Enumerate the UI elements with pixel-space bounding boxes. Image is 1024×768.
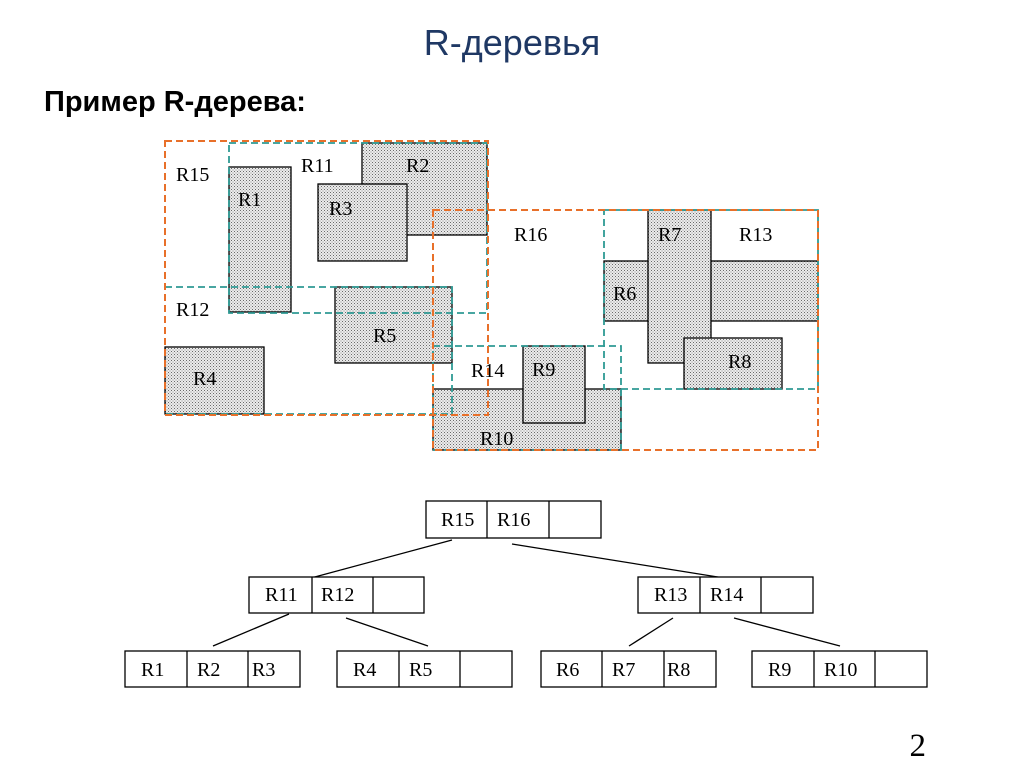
tree-entry: R13 — [654, 584, 687, 606]
edge-n11-l4 — [345, 617, 429, 647]
label-r13: R13 — [739, 224, 772, 246]
label-r10: R10 — [480, 428, 513, 450]
rect-r3 — [317, 183, 408, 262]
label-r5: R5 — [373, 325, 396, 347]
tree-entry: R9 — [768, 659, 791, 681]
bbox-r16 — [432, 209, 819, 451]
label-r12: R12 — [176, 299, 209, 321]
tree-entry: R4 — [353, 659, 376, 681]
label-r1: R1 — [238, 189, 261, 211]
tree-entry: R14 — [710, 584, 743, 606]
tree-node-r11-r12 — [248, 576, 425, 614]
tree-node-r13-r14 — [637, 576, 814, 614]
label-r15: R15 — [176, 164, 209, 186]
rect-r9 — [522, 345, 586, 424]
label-r2: R2 — [406, 155, 429, 177]
edge-n13-l6 — [628, 617, 674, 647]
bbox-r15 — [164, 140, 489, 416]
tree-entry: R1 — [141, 659, 164, 681]
tree-entry: R16 — [497, 509, 530, 531]
level2-bounding-boxes — [164, 140, 819, 451]
subtitle: Пример R-дерева: — [44, 86, 306, 118]
tree-nodes — [124, 500, 928, 688]
edge-n11-l1 — [212, 613, 290, 647]
edge-root-n11 — [310, 539, 453, 579]
label-r6: R6 — [613, 283, 636, 305]
tree-entry: R11 — [265, 584, 298, 606]
tree-edges — [212, 539, 841, 647]
page-number: 2 — [909, 728, 927, 764]
label-r11: R11 — [301, 155, 334, 177]
label-r4: R4 — [193, 368, 216, 390]
tree-entry: R3 — [252, 659, 275, 681]
label-r7: R7 — [658, 224, 681, 246]
leaf-rectangles — [164, 142, 819, 451]
rect-r4 — [164, 346, 265, 415]
label-r3: R3 — [329, 198, 352, 220]
tree-node-root — [425, 500, 602, 539]
tree-leaf-r1-r3 — [124, 650, 301, 688]
tree-leaf-r4-r5 — [336, 650, 513, 688]
label-r16: R16 — [514, 224, 547, 246]
tree-entry: R6 — [556, 659, 579, 681]
label-r8: R8 — [728, 351, 751, 373]
tree-leaf-r6-r8 — [540, 650, 717, 688]
region-labels: R15 R11 R2 R1 R3 R16 R7 R13 R6 R12 R5 R8… — [176, 155, 772, 450]
tree-entry: R7 — [612, 659, 635, 681]
edge-n13-l9 — [733, 617, 841, 647]
tree-entry: R12 — [321, 584, 354, 606]
label-r9: R9 — [532, 359, 555, 381]
rect-r8 — [683, 337, 783, 390]
tree-leaf-r9-r10 — [751, 650, 928, 688]
tree-entry: R8 — [667, 659, 690, 681]
edge-root-n13 — [511, 543, 725, 579]
label-r14: R14 — [471, 360, 504, 382]
tree-entry: R10 — [824, 659, 857, 681]
tree-labels: R15 R16 R11 R12 R13 R14 R1 R2 R3 R4 R5 R… — [141, 509, 857, 681]
tree-entry: R15 — [441, 509, 474, 531]
tree-entry: R2 — [197, 659, 220, 681]
slide-title: R-деревья — [423, 22, 601, 63]
tree-entry: R5 — [409, 659, 432, 681]
